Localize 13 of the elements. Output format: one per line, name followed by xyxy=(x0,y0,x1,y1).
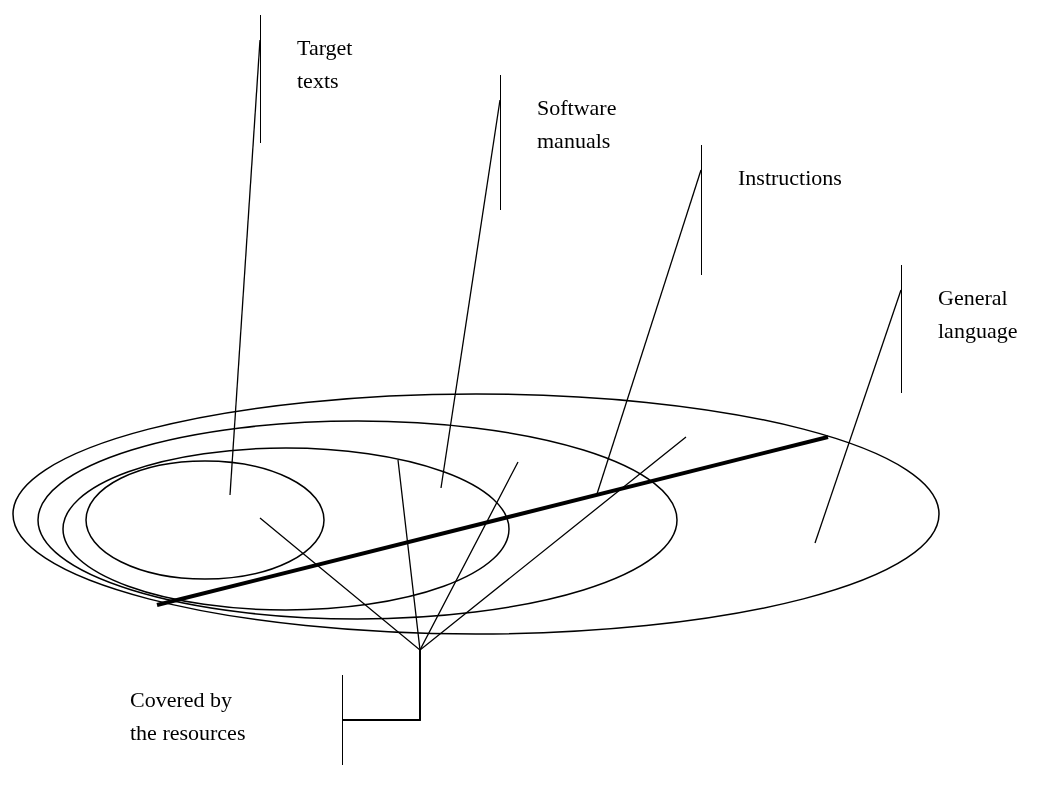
region-ellipse xyxy=(62,447,510,611)
leader-line xyxy=(440,99,501,489)
callout-label: Instructions xyxy=(701,145,871,275)
leader-line xyxy=(229,39,261,496)
callout-label: Covered by the resources xyxy=(130,675,343,765)
leader-line xyxy=(814,289,902,544)
callout-label: General language xyxy=(901,265,1049,393)
region-ellipse xyxy=(37,420,678,620)
callout-label: Target texts xyxy=(260,15,380,143)
region-ellipse xyxy=(12,393,940,635)
callout-label: Software manuals xyxy=(500,75,640,210)
leader-line xyxy=(596,169,702,495)
region-ellipse xyxy=(85,460,325,580)
